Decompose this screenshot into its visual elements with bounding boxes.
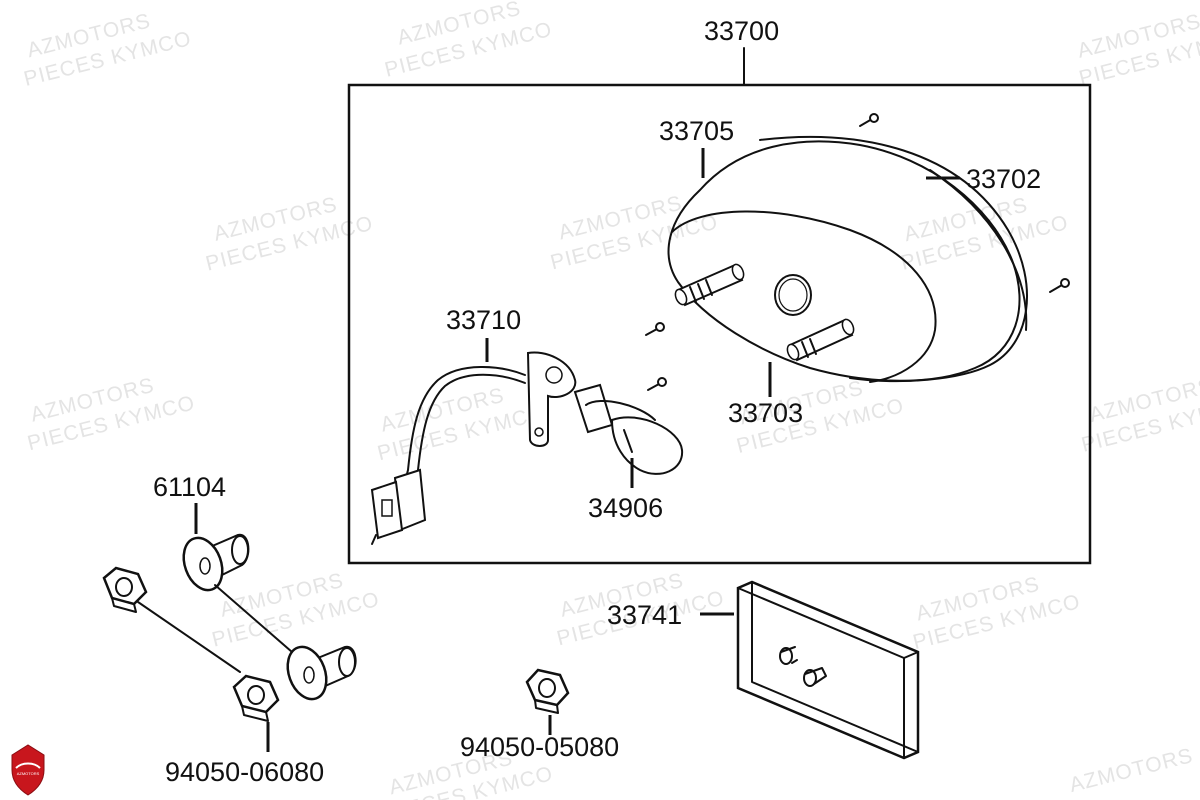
screw-mid [645, 322, 665, 336]
nut-center [525, 668, 570, 714]
label-94050-06080: 94050-06080 [165, 757, 324, 787]
nut-axis-line [137, 601, 241, 673]
socket-harness [370, 351, 577, 545]
label-33705: 33705 [659, 116, 734, 146]
svg-text:AZMOTORS: AZMOTORS [1067, 744, 1195, 797]
svg-text:AZMOTORS: AZMOTORS [17, 771, 40, 776]
label-61104: 61104 [153, 472, 226, 502]
bulb [573, 383, 684, 475]
stud-lower [786, 318, 855, 362]
stud-upper [674, 263, 745, 307]
tail-light-body [667, 135, 1028, 383]
label-33703: 33703 [728, 398, 803, 428]
azmotors-logo: AZMOTORS [11, 744, 45, 796]
label-33741: 33741 [607, 600, 682, 630]
screw-low [647, 377, 667, 391]
screw-right [1049, 278, 1070, 293]
collar-lower [286, 645, 357, 701]
collar-upper [182, 533, 250, 592]
screw-top [859, 113, 879, 127]
label-34906: 34906 [588, 493, 663, 523]
nut-lower-left [232, 674, 280, 722]
assembly-frame [347, 83, 1092, 565]
collar-axis-line [214, 584, 293, 653]
label-94050-05080: 94050-05080 [460, 732, 619, 762]
label-33700: 33700 [704, 16, 779, 46]
nut-upper-left [102, 566, 148, 613]
label-33710: 33710 [446, 305, 521, 335]
label-33702: 33702 [966, 164, 1041, 194]
reflector [736, 580, 920, 760]
